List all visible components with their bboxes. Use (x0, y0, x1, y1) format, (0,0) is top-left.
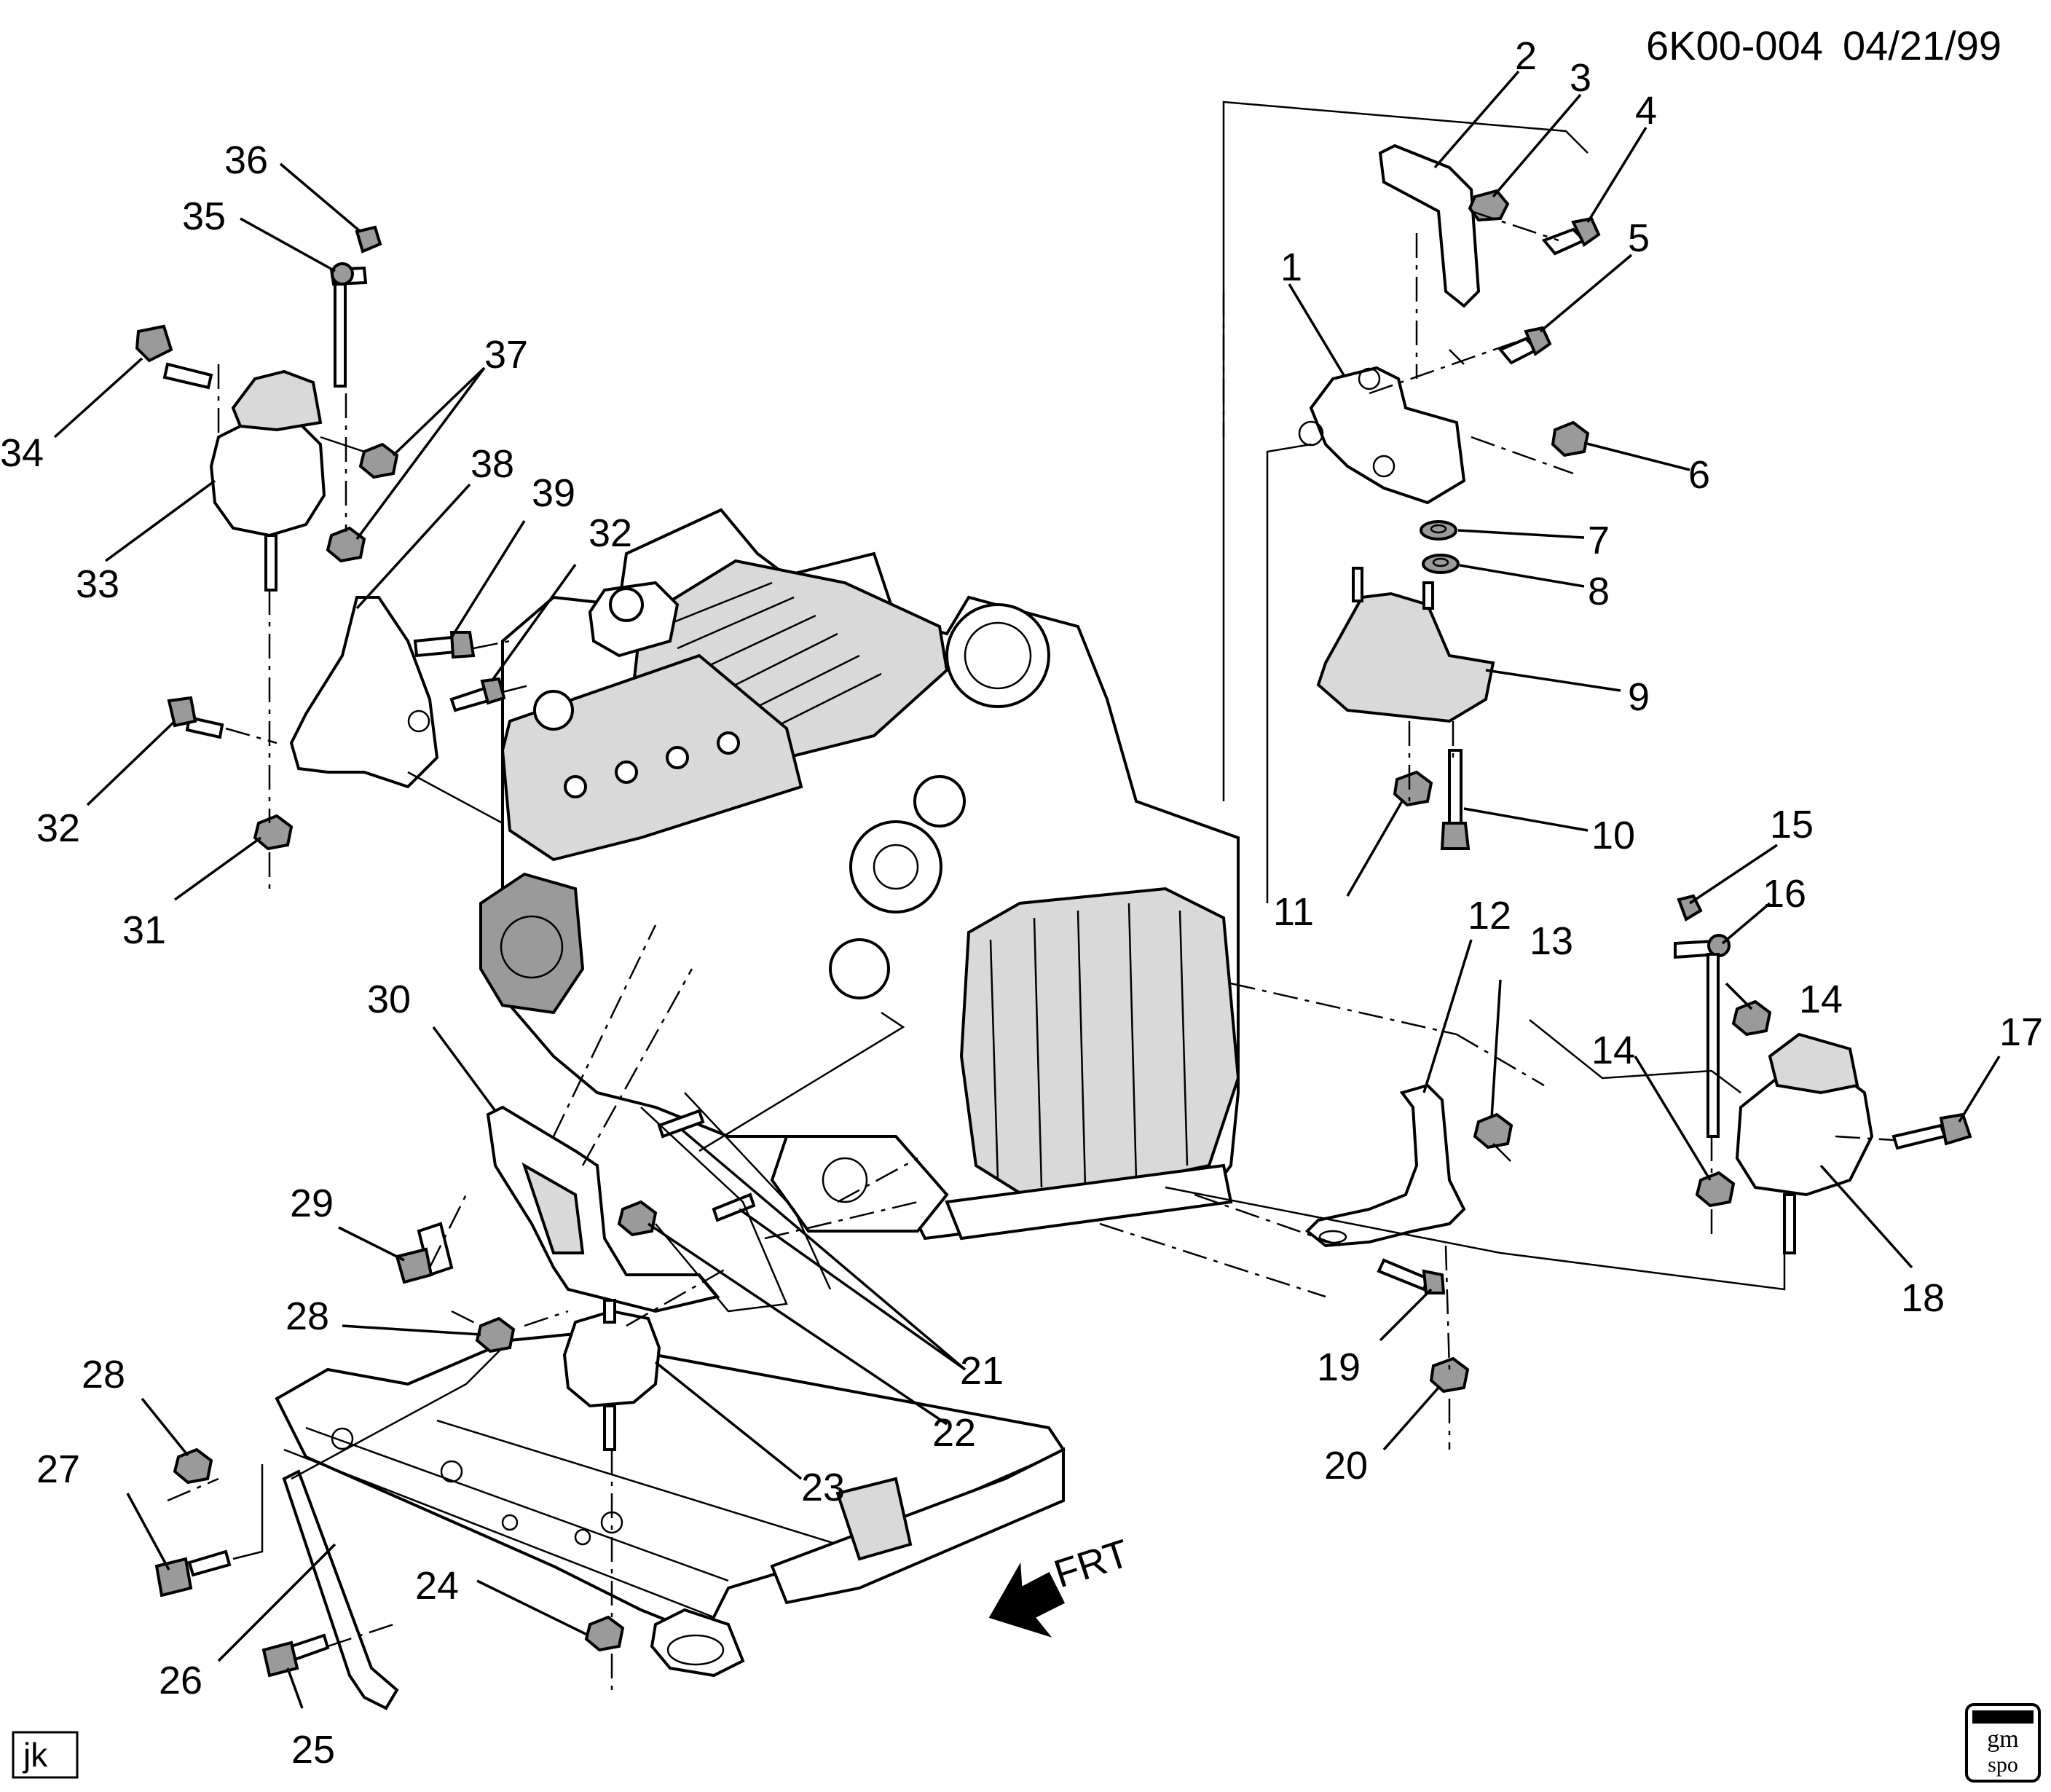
diagram-code: 6K00-004 (1646, 23, 1823, 68)
callout-5: 5 (1628, 216, 1650, 260)
callout-27: 27 (36, 1447, 80, 1491)
callout-16: 16 (1763, 872, 1806, 916)
callout-28-middle: 28 (286, 1294, 329, 1338)
callout-37: 37 (484, 333, 528, 377)
callout-38: 38 (471, 442, 514, 486)
callout-34: 34 (0, 431, 44, 475)
callout-2: 2 (1515, 34, 1537, 78)
callout-9: 9 (1628, 675, 1650, 719)
callout-23: 23 (801, 1466, 845, 1509)
callout-36: 36 (224, 138, 268, 182)
callout-14-lower: 14 (1591, 1029, 1635, 1072)
footer-initials-box: jk (12, 1731, 79, 1779)
callout-15: 15 (1770, 803, 1814, 846)
callout-33: 33 (76, 562, 119, 606)
engine-cradle-illustration (275, 1331, 1066, 1678)
callout-31: 31 (122, 908, 166, 952)
right-mount-group (1298, 144, 1601, 850)
front-direction-indicator: FRT (988, 1531, 1135, 1638)
logo-text-spo: spo (1988, 1753, 2018, 1777)
callout-20: 20 (1324, 1444, 1368, 1488)
callout-12: 12 (1468, 894, 1511, 938)
callout-22: 22 (932, 1411, 976, 1455)
callout-32-upper: 32 (588, 511, 632, 555)
front-mount-group (154, 1105, 756, 1710)
callout-28-left: 28 (82, 1353, 125, 1396)
callout-18: 18 (1901, 1276, 1945, 1320)
callout-24: 24 (415, 1564, 459, 1608)
logo-text-gm: gm (1987, 1726, 2018, 1753)
callout-6: 6 (1688, 453, 1710, 497)
callout-14-upper: 14 (1799, 978, 1843, 1021)
left-mount-group (135, 225, 506, 851)
front-direction-label: FRT (1049, 1531, 1134, 1596)
callout-8: 8 (1588, 570, 1610, 613)
callout-3: 3 (1570, 56, 1591, 100)
callout-1: 1 (1280, 245, 1302, 289)
gm-spo-logo: gm spo (1965, 1703, 2041, 1783)
callout-11: 11 (1273, 890, 1314, 934)
callout-30: 30 (367, 978, 411, 1021)
callout-17: 17 (1999, 1010, 2043, 1054)
front-direction-arrow-icon (988, 1562, 1066, 1638)
callout-35: 35 (182, 194, 226, 238)
callout-21: 21 (960, 1349, 1004, 1393)
callout-26: 26 (159, 1659, 202, 1702)
engine-assembly-illustration (479, 508, 1240, 1241)
callout-13: 13 (1530, 919, 1573, 963)
callout-labels: 2 3 4 5 1 6 7 8 9 10 11 12 13 14 14 15 1… (0, 34, 2043, 1772)
callout-4: 4 (1635, 89, 1657, 133)
reference-lines (167, 101, 1894, 1690)
diagram-date: 04/21/99 (1843, 23, 2001, 68)
footer-initials: jk (22, 1736, 48, 1774)
leader-lines (53, 70, 2001, 1709)
callout-7: 7 (1588, 519, 1610, 562)
callout-39: 39 (532, 471, 575, 515)
callout-19: 19 (1317, 1345, 1361, 1389)
rear-mount-group (1305, 894, 1972, 1394)
callout-25: 25 (291, 1728, 335, 1772)
callout-29: 29 (290, 1182, 334, 1225)
callout-10: 10 (1591, 814, 1635, 857)
callout-32-lower: 32 (36, 806, 80, 850)
